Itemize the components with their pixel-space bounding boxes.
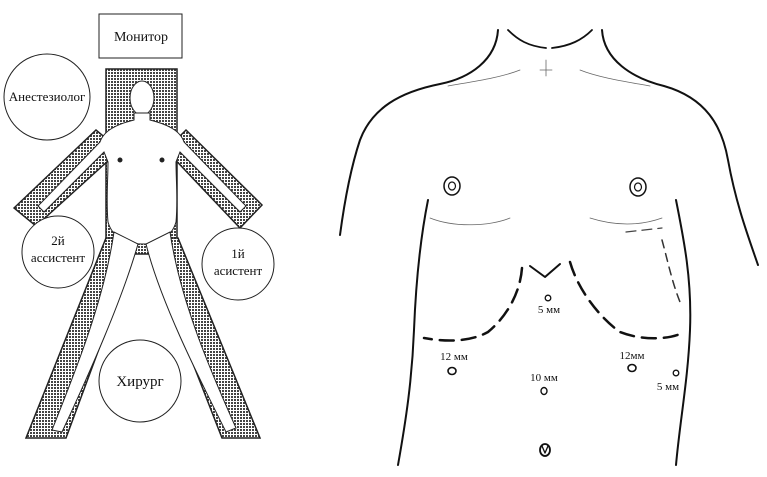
neck-line-right xyxy=(552,30,592,48)
port-5mm-epigastric xyxy=(545,295,551,301)
operating-room-layout: Монитор Анестезиолог 2й ассистент 1й аси… xyxy=(4,14,274,438)
first-assistant-label-line2: асистент xyxy=(214,263,263,278)
xiphoid-mark xyxy=(530,264,560,277)
pec-edge-right xyxy=(626,228,662,232)
monitor-label: Монитор xyxy=(114,30,168,45)
nipple-right-inner xyxy=(635,183,642,191)
nipple-left xyxy=(444,177,460,195)
torso-outline-right xyxy=(602,30,758,265)
lateral-fold-right xyxy=(662,240,680,302)
port-label-left-12: 12 мм xyxy=(440,351,468,363)
costal-margin-left xyxy=(424,268,522,340)
port-10mm-umbilical xyxy=(541,388,547,395)
surgeon-label: Хирург xyxy=(116,374,163,390)
flank-right xyxy=(676,200,690,465)
port-label-right-12: 12мм xyxy=(620,350,645,362)
nipple-right xyxy=(630,178,646,196)
port-label-umbilical-10: 10 мм xyxy=(530,372,558,384)
costal-margin-right xyxy=(570,262,680,338)
second-assistant-label-line2: ассистент xyxy=(31,250,85,265)
first-assistant-label-line1: 1й xyxy=(231,246,245,261)
port-labels: 5 мм 12 мм 12мм 10 мм 5 мм xyxy=(440,304,679,393)
neck-line-left xyxy=(508,30,546,48)
torso-port-placement xyxy=(340,30,758,465)
port-12mm-right xyxy=(628,365,636,372)
pec-fold-right xyxy=(590,218,662,224)
second-assistant-label-line1: 2й xyxy=(51,233,65,248)
port-5mm-right xyxy=(673,370,679,376)
port-label-epigastric: 5 мм xyxy=(538,304,560,316)
port-12mm-left xyxy=(448,368,456,375)
nipple-left-inner xyxy=(449,182,456,190)
umbilicus-inner xyxy=(542,446,548,453)
anesthesiologist-label: Анестезиолог xyxy=(9,89,86,104)
flank-left xyxy=(398,200,428,465)
sternal-notch xyxy=(540,60,552,76)
pec-fold-left xyxy=(430,218,510,225)
torso-outline-left xyxy=(340,30,498,235)
port-label-right-5: 5 мм xyxy=(657,381,679,393)
